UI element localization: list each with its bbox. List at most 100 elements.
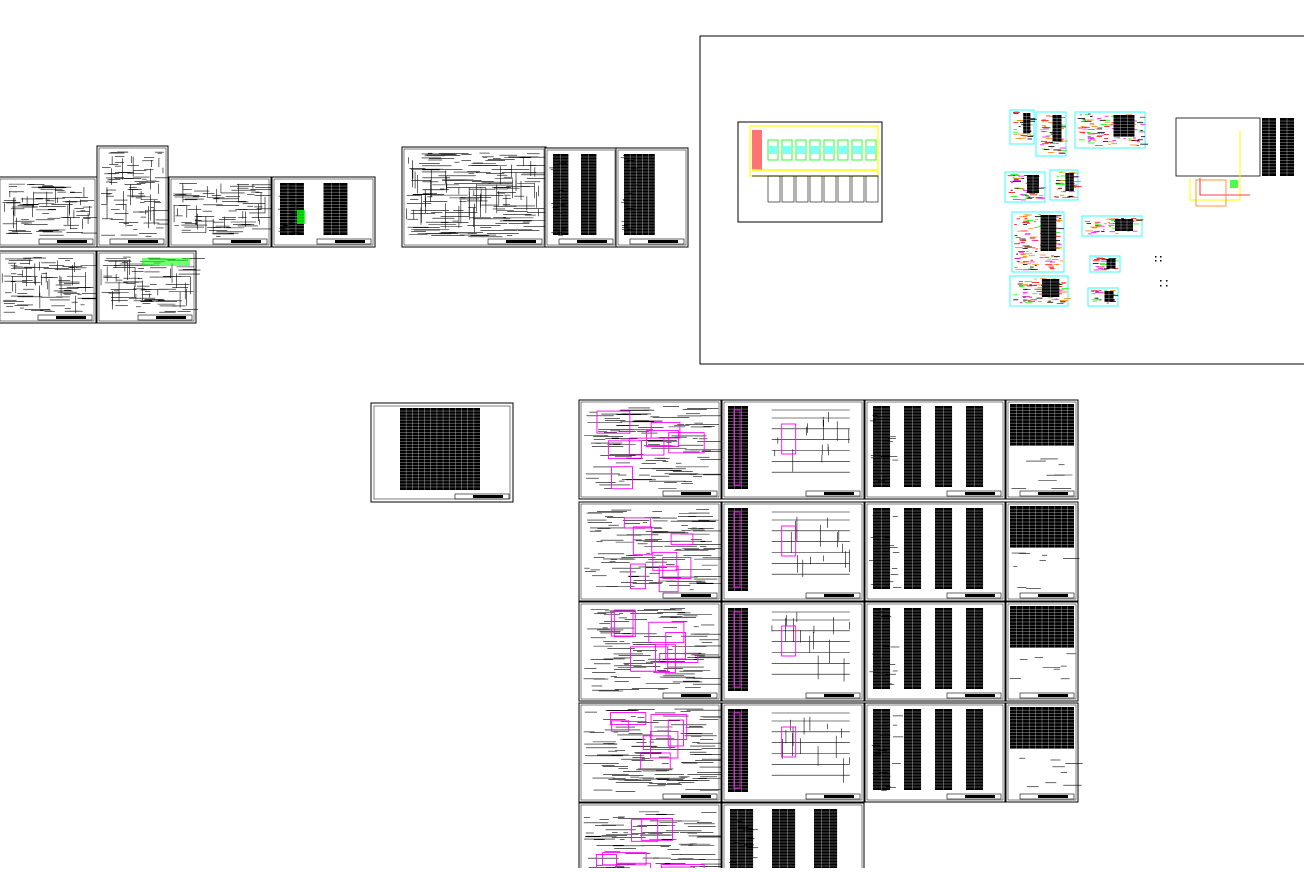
dark-terminal-table xyxy=(1010,707,1074,749)
highlight-box xyxy=(610,466,633,490)
panel-layout-sheet[interactable] xyxy=(737,121,883,223)
terminal-table xyxy=(904,508,922,589)
schematic-fragment[interactable] xyxy=(1081,215,1144,237)
drawing-sheet[interactable] xyxy=(168,176,284,248)
drawing-sheet[interactable] xyxy=(0,176,106,248)
panel-wiring-drawing[interactable] xyxy=(1175,117,1294,207)
sheet-inner-frame xyxy=(723,704,863,801)
highlight-box xyxy=(641,817,674,841)
breaker-fill xyxy=(769,146,777,154)
highlight-box xyxy=(662,557,692,579)
grid-sheet-r5-c2[interactable] xyxy=(721,802,865,872)
title-block-fill xyxy=(56,316,86,319)
sheet-inner-frame xyxy=(403,148,545,246)
highlight-box xyxy=(615,862,651,872)
title-block xyxy=(37,314,93,321)
drawing-sheet[interactable] xyxy=(401,146,556,248)
grid-sheet-r3-c3[interactable] xyxy=(864,601,1006,702)
grid-sheet-r2-c2[interactable] xyxy=(721,501,865,602)
breaker-fill xyxy=(825,146,833,154)
sheet-inner-frame xyxy=(723,804,863,872)
sheet-inner-frame xyxy=(1007,401,1077,498)
sheet-inner-frame xyxy=(580,603,720,700)
fragment-table xyxy=(1027,175,1039,193)
drawing-sheet[interactable] xyxy=(544,147,618,248)
green-highlight xyxy=(142,258,190,266)
title-block xyxy=(662,592,718,599)
schematic-fragment[interactable] xyxy=(1087,287,1119,307)
terminal-table xyxy=(873,709,891,790)
schematic-fragment[interactable] xyxy=(1009,275,1071,307)
point-marker xyxy=(1160,256,1162,258)
title-block-fill xyxy=(965,694,995,697)
grid-sheet-r3-c4[interactable] xyxy=(1005,601,1079,702)
fragment-table xyxy=(1023,113,1031,134)
terminal-strip xyxy=(728,608,748,691)
grid-sheet-r4-c2[interactable] xyxy=(721,702,865,803)
schematic-fragment[interactable] xyxy=(1074,111,1149,149)
grid-sheet-r2-c4[interactable] xyxy=(1005,501,1080,602)
schematic-fragment[interactable] xyxy=(1049,169,1082,201)
grid-sheet-r1-c3[interactable] xyxy=(864,399,1006,500)
drawing-sheet[interactable] xyxy=(615,147,689,248)
grid-sheet-r1-c1[interactable] xyxy=(578,399,736,500)
title-block xyxy=(487,238,543,245)
drawing-sheet[interactable] xyxy=(271,176,376,248)
schematic-fragment[interactable] xyxy=(1089,255,1121,273)
grid-sheet-r3-c2[interactable] xyxy=(721,601,865,702)
title-block-fill xyxy=(681,694,711,697)
schematic-fragment[interactable] xyxy=(1035,111,1068,157)
title-block xyxy=(946,592,1002,599)
sheet-frame xyxy=(168,176,272,248)
sheet-inner-frame xyxy=(0,178,96,246)
schematic-fragment[interactable] xyxy=(1004,171,1046,203)
title-block xyxy=(805,793,861,800)
terminal-table xyxy=(935,608,953,689)
grid-sheet-r5-c1[interactable] xyxy=(578,802,738,872)
terminal-table xyxy=(624,154,655,235)
title-block-fill xyxy=(1038,694,1068,697)
terminal-highlight xyxy=(733,409,741,486)
point-marker xyxy=(1155,256,1157,258)
highlight-box xyxy=(667,719,684,747)
grid-sheet-r4-c1[interactable] xyxy=(578,702,735,803)
green-highlight xyxy=(297,210,305,224)
red-marker xyxy=(752,130,762,170)
schematic-fragment[interactable] xyxy=(1011,211,1065,273)
breaker-fill xyxy=(797,146,805,154)
schematic-fragment[interactable] xyxy=(1009,109,1037,145)
single-dark-table-sheet[interactable] xyxy=(370,402,514,503)
point-marker xyxy=(1166,280,1168,282)
title-block-fill xyxy=(965,795,995,798)
grid-sheet-r3-c1[interactable] xyxy=(578,601,728,702)
grid-sheet-r2-c3[interactable] xyxy=(864,501,1006,602)
highlight-box xyxy=(670,533,694,545)
sheet-frame xyxy=(401,146,547,248)
sheet-inner-frame xyxy=(723,401,863,498)
terminal-table xyxy=(1262,118,1276,176)
title-block-fill xyxy=(506,240,536,243)
grid-sheet-r1-c4[interactable] xyxy=(1005,399,1079,500)
grid-sheet-r1-c2[interactable] xyxy=(721,399,865,500)
title-block xyxy=(1019,793,1075,800)
title-block xyxy=(1019,490,1075,497)
title-block-fill xyxy=(1038,492,1068,495)
grid-sheet-r4-c3[interactable] xyxy=(864,702,1006,803)
drawing-sheet[interactable] xyxy=(0,250,107,324)
overview-frame[interactable] xyxy=(699,35,1304,365)
title-block xyxy=(1019,692,1075,699)
title-block-fill xyxy=(824,694,854,697)
grid-sheet-r4-c4[interactable] xyxy=(1005,702,1083,803)
breaker-symbol xyxy=(823,139,835,161)
breaker-fill xyxy=(811,146,819,154)
sheet-inner-frame xyxy=(580,704,720,801)
terminal-table xyxy=(904,709,922,790)
fragment-table xyxy=(1106,259,1116,269)
sheet-inner-frame xyxy=(0,252,95,322)
grid-sheet-r2-c1[interactable] xyxy=(578,501,736,602)
title-block-fill xyxy=(648,240,678,243)
drawing-sheet[interactable] xyxy=(96,145,175,248)
fragment-table xyxy=(1040,215,1057,251)
